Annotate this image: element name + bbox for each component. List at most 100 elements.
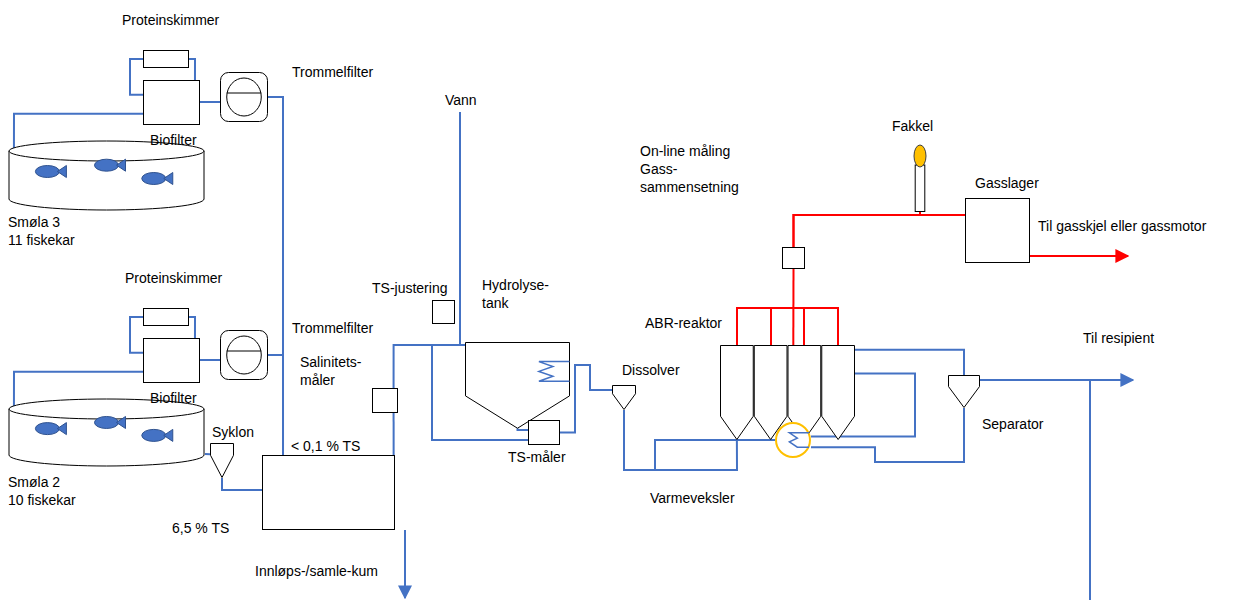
effluent-pipe	[980, 379, 1133, 381]
drum-symbol	[221, 73, 268, 122]
equipment-outline	[143, 338, 200, 383]
effluent-branch-pipe	[1089, 380, 1091, 600]
equipment-outline	[528, 420, 560, 445]
pipe	[130, 59, 143, 95]
equipment-label: Innløps-/samle-kum	[255, 563, 378, 580]
note-label: Til gasskjel eller gassmotor	[1038, 218, 1206, 235]
equipment-cyclone: Syklon	[210, 443, 234, 478]
equipment-fakkel: Fakkel	[912, 145, 928, 212]
pipe	[794, 212, 921, 247]
equipment-label: Separator	[982, 416, 1043, 433]
rect-symbol	[144, 81, 200, 125]
equipment-outline	[612, 385, 636, 410]
equipment-cyclone: Separator	[948, 375, 980, 408]
pipe	[130, 317, 143, 353]
equipment-label: Smøla 2	[8, 474, 60, 491]
cyclone-symbol	[211, 444, 234, 478]
equipment-tank: Smøla 210 fiskekar	[8, 398, 205, 466]
pipe	[518, 428, 529, 430]
pipe	[189, 59, 195, 80]
equipment-label: Dissolver	[622, 362, 680, 379]
equipment-label: TS-justering	[372, 280, 447, 297]
pipe	[393, 413, 395, 455]
cyclone-symbol	[613, 386, 636, 410]
gas-manifold	[737, 308, 838, 345]
equipment-label: Hydrolyse- tank	[482, 276, 560, 312]
equipment-outline	[143, 308, 189, 326]
note-label: 6,5 % TS	[172, 520, 229, 537]
equipment-label: Trommelfilter	[292, 64, 373, 81]
hx-symbol	[776, 423, 810, 457]
equipment-rect: TS-måler	[528, 420, 560, 445]
equipment-rect: Proteinskimmer	[143, 308, 189, 326]
equipment-hx: Varmeveksler	[775, 422, 811, 458]
rect-symbol	[263, 456, 395, 530]
equipment-label: 10 fiskekar	[8, 492, 76, 509]
equipment-outline	[372, 388, 398, 413]
pipe	[855, 350, 964, 375]
equipment-drum: Trommelfilter	[220, 72, 268, 122]
equipment-outline	[912, 145, 928, 212]
equipment-outline	[210, 443, 234, 478]
rect-symbol	[433, 301, 455, 324]
pipe	[189, 317, 195, 338]
equipment-outline	[948, 375, 980, 408]
equipment-label: Proteinskimmer	[122, 12, 219, 29]
rect-symbol	[966, 199, 1030, 263]
equipment-rect: On-line måling Gass- sammensetning	[782, 247, 805, 269]
equipment-outline	[143, 80, 200, 125]
equipment-outline	[775, 422, 811, 458]
equipment-label: Biofilter	[150, 132, 197, 149]
note-label: Vann	[445, 92, 477, 109]
pipe	[268, 355, 283, 455]
equipment-label: Biofilter	[150, 390, 197, 407]
rect-symbol	[144, 309, 189, 326]
equipment-outline	[262, 455, 395, 530]
equipment-rect: Salinitets- måler	[372, 388, 398, 413]
equipment-outline	[8, 398, 205, 466]
note-label: < 0,1 % TS	[291, 438, 360, 455]
pipe	[792, 269, 794, 345]
equipment-rect: Gasslager	[965, 198, 1030, 263]
equipment-rect: Biofilter	[143, 80, 200, 125]
rect-symbol	[144, 51, 189, 68]
tank-symbol	[9, 141, 204, 210]
equipment-outline	[220, 330, 268, 380]
pipe	[205, 453, 210, 455]
cyclone-symbol	[949, 376, 980, 408]
gas-outlet-pipe	[1030, 255, 1128, 257]
equipment-label: TS-måler	[508, 449, 566, 466]
drum-symbol	[221, 331, 268, 380]
pipe	[624, 410, 775, 470]
rect-symbol	[144, 339, 200, 383]
equipment-label: Gasslager	[975, 175, 1039, 192]
pipe	[222, 478, 262, 490]
equipment-label: Varmeveksler	[650, 490, 735, 507]
equipment-label: Proteinskimmer	[125, 270, 222, 287]
pipe	[200, 359, 220, 361]
equipment-outline	[432, 300, 455, 324]
equipment-label: Salinitets- måler	[300, 353, 372, 389]
pipe	[794, 215, 966, 247]
pipe	[268, 97, 283, 455]
equipment-label: Fakkel	[892, 118, 933, 135]
pipe	[394, 345, 465, 388]
equipment-label: Smøla 3	[8, 214, 60, 231]
water-inlet-pipe	[459, 112, 461, 345]
equipment-label: ABR-reaktor	[645, 315, 722, 332]
equipment-label: Trommelfilter	[292, 320, 373, 337]
equipment-label: Syklon	[212, 424, 254, 441]
pipe	[200, 101, 220, 103]
hydro-symbol	[466, 343, 570, 429]
drain-pipe	[404, 530, 406, 598]
rect-symbol	[783, 248, 805, 269]
equipment-rect: Biofilter	[143, 338, 200, 383]
rect-symbol	[373, 389, 398, 413]
equipment-drum: Trommelfilter	[220, 330, 268, 380]
equipment-label: 11 fiskekar	[8, 232, 75, 249]
equipment-rect: Innløps-/samle-kum	[262, 455, 395, 530]
equipment-rect: Proteinskimmer	[143, 50, 189, 68]
equipment-outline	[782, 247, 805, 269]
equipment-tank: Smøla 311 fiskekar	[8, 140, 205, 210]
